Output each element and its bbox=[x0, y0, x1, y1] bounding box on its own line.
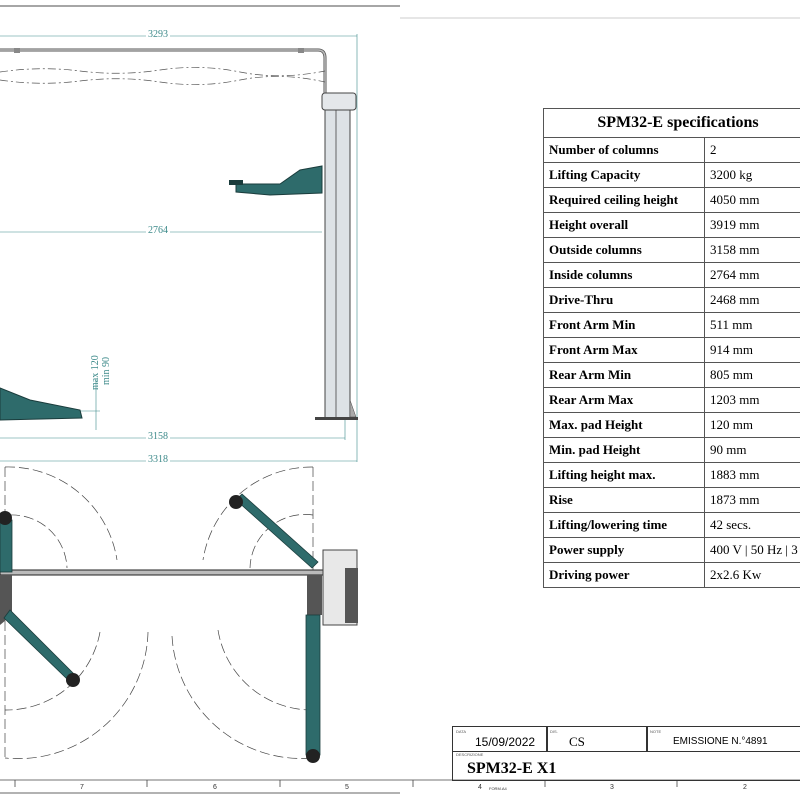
spec-label: Max. pad Height bbox=[543, 412, 705, 438]
date-label: DATA bbox=[456, 729, 467, 734]
spec-value: 511 mm bbox=[704, 312, 800, 338]
description-value: SPM32-E X1 bbox=[467, 760, 557, 777]
lift-column-side bbox=[315, 92, 358, 420]
top-view bbox=[0, 466, 358, 763]
lift-arm-lowered bbox=[0, 387, 83, 421]
dimension-outside-columns: 3158 bbox=[146, 431, 170, 442]
specifications-title: SPM32-E specifications bbox=[543, 108, 800, 138]
spec-value: 805 mm bbox=[704, 362, 800, 388]
spec-value: 42 secs. bbox=[704, 512, 800, 538]
dimension-inside-columns: 2764 bbox=[146, 225, 170, 236]
spec-value: 90 mm bbox=[704, 437, 800, 463]
spec-label: Front Arm Max bbox=[543, 337, 705, 363]
dimension-lines bbox=[0, 34, 358, 462]
drawn-by-value: CS bbox=[569, 734, 585, 749]
spec-label: Number of columns bbox=[543, 137, 705, 163]
spec-label: Lifting Capacity bbox=[543, 162, 705, 188]
spec-label: Inside columns bbox=[543, 262, 705, 288]
drawn-label: DIS. bbox=[550, 729, 558, 734]
spec-label: Rear Arm Max bbox=[543, 387, 705, 413]
date-value: 15/09/2022 bbox=[475, 735, 536, 749]
spec-value: 3158 mm bbox=[704, 237, 800, 263]
ruler-label: 7 bbox=[80, 784, 84, 791]
spec-value: 120 mm bbox=[704, 412, 800, 438]
ruler-label: 5 bbox=[345, 784, 349, 791]
spec-value: 400 V | 50 Hz | 3 bbox=[704, 537, 800, 563]
ruler-label: 6 bbox=[213, 784, 217, 791]
spec-value: 1203 mm bbox=[704, 387, 800, 413]
title-block-drawn-by: DIS. CS bbox=[546, 726, 648, 752]
table-row: Lifting height max.1883 mm bbox=[543, 462, 800, 488]
spec-label: Lifting height max. bbox=[543, 462, 705, 488]
spec-label: Rear Arm Min bbox=[543, 362, 705, 388]
spec-label: Drive-Thru bbox=[543, 287, 705, 313]
spec-value: 1883 mm bbox=[704, 462, 800, 488]
sheet-ruler bbox=[0, 779, 800, 794]
spec-label: Height overall bbox=[543, 212, 705, 238]
ruler-label: 4 bbox=[478, 784, 482, 791]
spec-value: 3919 mm bbox=[704, 212, 800, 238]
crossbar bbox=[0, 569, 326, 576]
title-block-date: DATA 15/09/2022 bbox=[452, 726, 548, 752]
description-label: DESCRIZIONE bbox=[456, 752, 484, 757]
spec-label: Driving power bbox=[543, 562, 705, 588]
title-block-notes: NOTE EMISSIONE N.°4891 bbox=[646, 726, 800, 752]
spec-label: Lifting/lowering time bbox=[543, 512, 705, 538]
spec-label: Rise bbox=[543, 487, 705, 513]
title-block-description: DESCRIZIONE SPM32-E X1 bbox=[452, 750, 800, 781]
spec-value: 3200 kg bbox=[704, 162, 800, 188]
spec-value: 2468 mm bbox=[704, 287, 800, 313]
overhead-bar bbox=[0, 48, 327, 95]
specifications-table: SPM32-E specifications Number of columns… bbox=[543, 108, 800, 588]
spec-value: 1873 mm bbox=[704, 487, 800, 513]
dimension-pad-max: max 120 bbox=[90, 355, 101, 390]
notes-value: EMISSIONE N.°4891 bbox=[673, 736, 768, 747]
sheet-format: FORM.A4 bbox=[489, 786, 507, 791]
spec-value: 914 mm bbox=[704, 337, 800, 363]
spec-label: Power supply bbox=[543, 537, 705, 563]
dimension-overall-width-base: 3318 bbox=[146, 454, 170, 465]
spec-value: 2x2.6 Kw bbox=[704, 562, 800, 588]
spec-label: Outside columns bbox=[543, 237, 705, 263]
notes-label: NOTE bbox=[650, 729, 662, 734]
ruler-label: 3 bbox=[610, 784, 614, 791]
lift-arm-raised bbox=[229, 165, 323, 196]
spec-label: Required ceiling height bbox=[543, 187, 705, 213]
spec-value: 4050 mm bbox=[704, 187, 800, 213]
spec-label: Min. pad Height bbox=[543, 437, 705, 463]
spec-value: 2764 mm bbox=[704, 262, 800, 288]
dimension-pad-min: min 90 bbox=[101, 356, 112, 385]
ruler-label: 2 bbox=[743, 784, 747, 791]
spec-value: 2 bbox=[704, 137, 800, 163]
dimension-overall-width-top: 3293 bbox=[146, 29, 170, 40]
spec-label: Front Arm Min bbox=[543, 312, 705, 338]
